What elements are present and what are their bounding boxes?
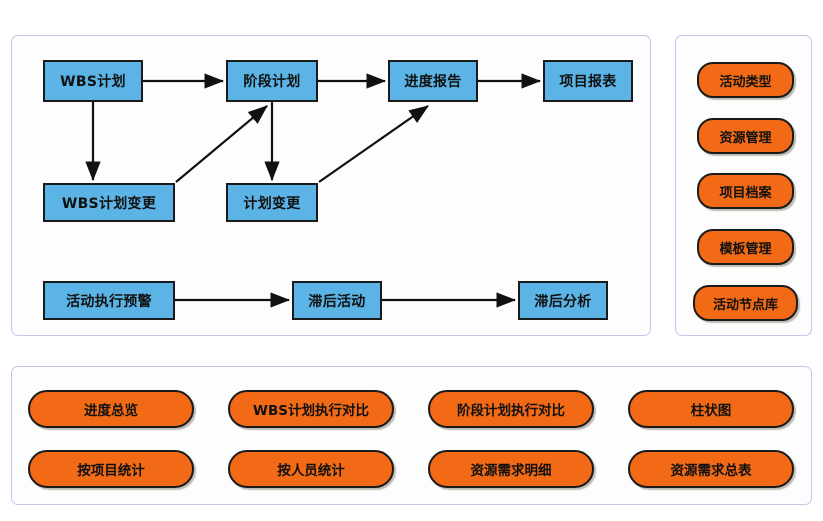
- side-button-activity-node-lib[interactable]: 活动节点库: [693, 285, 798, 321]
- report-button-label: 进度总览: [84, 403, 138, 419]
- side-button-label: 活动类型: [719, 74, 772, 90]
- report-button-wbs-plan-compare[interactable]: WBS计划执行对比: [228, 390, 394, 428]
- report-button-stats-by-project[interactable]: 按项目统计: [28, 450, 194, 488]
- flow-node-label: 活动执行预警: [66, 293, 152, 310]
- flow-node-label: WBS计划: [60, 74, 126, 90]
- side-button-label: 活动节点库: [712, 297, 778, 313]
- side-button-template-mgmt[interactable]: 模板管理: [697, 229, 794, 265]
- flow-node-activity-warning[interactable]: 活动执行预警: [43, 281, 175, 320]
- report-button-label: 按项目统计: [77, 463, 145, 479]
- side-button-label: 模板管理: [719, 241, 772, 257]
- report-button-label: 资源需求明细: [470, 463, 552, 479]
- report-button-resource-demand-detail[interactable]: 资源需求明细: [428, 450, 594, 488]
- flow-node-label: WBS计划变更: [61, 195, 157, 212]
- flow-node-label: 项目报表: [559, 74, 617, 90]
- side-button-resource-mgmt[interactable]: 资源管理: [697, 118, 794, 154]
- side-button-label: 资源管理: [719, 130, 772, 146]
- flow-node-wbs-plan-change[interactable]: WBS计划变更: [43, 183, 175, 222]
- flow-node-stage-plan[interactable]: 阶段计划: [226, 60, 318, 102]
- flow-node-label: 滞后分析: [534, 293, 592, 310]
- flow-node-project-report[interactable]: 项目报表: [543, 60, 633, 102]
- flow-node-plan-change[interactable]: 计划变更: [226, 183, 318, 222]
- flow-node-progress-report[interactable]: 进度报告: [388, 60, 478, 102]
- flow-node-delay-analysis[interactable]: 滞后分析: [518, 281, 608, 320]
- report-button-label: WBS计划执行对比: [253, 403, 369, 419]
- report-button-label: 阶段计划执行对比: [457, 403, 565, 419]
- report-button-stage-plan-compare[interactable]: 阶段计划执行对比: [428, 390, 594, 428]
- flow-node-label: 计划变更: [243, 195, 301, 212]
- flow-node-wbs-plan[interactable]: WBS计划: [43, 60, 143, 102]
- side-button-project-archive[interactable]: 项目档案: [697, 173, 794, 209]
- flow-node-label: 滞后活动: [308, 293, 366, 310]
- report-button-progress-overview[interactable]: 进度总览: [28, 390, 194, 428]
- flow-node-delayed-activity[interactable]: 滞后活动: [292, 281, 382, 320]
- report-button-label: 资源需求总表: [670, 463, 752, 479]
- side-button-label: 项目档案: [719, 185, 772, 201]
- flow-node-label: 阶段计划: [243, 74, 301, 90]
- report-button-label: 柱状图: [690, 403, 732, 419]
- flow-node-label: 进度报告: [404, 74, 462, 90]
- report-button-stats-by-person[interactable]: 按人员统计: [228, 450, 394, 488]
- report-button-label: 按人员统计: [277, 463, 345, 479]
- report-button-bar-chart[interactable]: 柱状图: [628, 390, 794, 428]
- report-button-resource-demand-summary[interactable]: 资源需求总表: [628, 450, 794, 488]
- side-button-activity-type[interactable]: 活动类型: [697, 62, 794, 98]
